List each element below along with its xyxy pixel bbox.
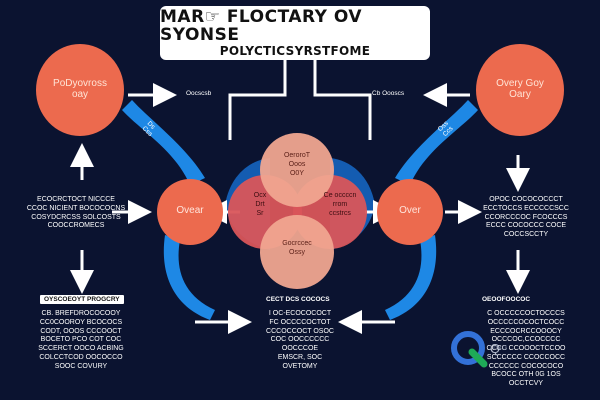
venn-circle-bottom <box>260 215 334 289</box>
venn-left-label: Ocx Drt Sr <box>253 192 267 217</box>
node-top-right-circle <box>476 44 564 136</box>
left-column-tag: OYSCOEOYT PROGCRY <box>40 295 124 304</box>
left-column-text-2: CB. BREFDROCOCOOY CC0COOROY BCOCOCS CODT… <box>38 310 124 370</box>
connector-title-left <box>228 60 287 140</box>
node-mid-right-circle <box>377 179 443 245</box>
blue-arc-bottom-right <box>385 235 437 320</box>
node-mid-left-label: Ovear <box>176 205 204 216</box>
node-top-left-label: PoDyovross oay <box>53 78 107 100</box>
watermark: Q ING <box>448 328 522 368</box>
venn-circle-top <box>260 133 334 207</box>
title-line-2: POLYCTICSYRSTFOME <box>219 44 371 59</box>
connector-title-right <box>313 60 372 140</box>
title-line-1: MAR☞ FLOCTARY OV SYONSE <box>160 6 363 46</box>
right-column-text-1: OPOC COCOCOCCCT ECCTOCCS ECCCCCSCC CCORC… <box>483 196 569 238</box>
venn-top-label: OeroroT Ooos O0Y <box>283 152 311 177</box>
center-bottom-text: I OC-ECOCOCOCT FC OCCCCOCTOT CCCOCCOCT O… <box>266 310 334 370</box>
blue-arc-top-left <box>122 100 205 185</box>
center-bottom-tag: CECT DCS COCOCS <box>266 296 330 303</box>
watermark-text: Q <box>490 340 522 356</box>
node-mid-right-label: Over <box>399 205 421 216</box>
watermark-subtext: ING <box>493 345 509 352</box>
node-top-left-circle <box>36 44 124 136</box>
title-box: MAR☞ FLOCTARY OV SYONSE POLYCTICSYRSTFOM… <box>160 6 430 60</box>
right-column-text-2: C OCCCCCOCTOCCCS OCCCCCOCOCTCOCC ECCCOCR… <box>486 310 566 387</box>
left-column-text-1: ECOCRCTOCT NICCCE CCOC NICIENT BOCOCOCNS… <box>26 196 126 230</box>
watermark-logo-icon <box>451 331 488 368</box>
node-top-right-label: Overy Goy Oary <box>496 78 544 100</box>
node-mid-left-circle <box>157 179 223 245</box>
venn-bottom-label: Gocrccec Ossy <box>282 240 312 256</box>
arrow-label-top-left: Oocscsb <box>186 90 212 97</box>
arrow-label-top-right: Cb Oooscs <box>372 90 405 97</box>
blue-arc-bottom-left <box>163 235 215 320</box>
venn-right-label: Ce occccn rrom ccstrcs <box>323 192 357 217</box>
blue-arc-top-right <box>395 100 478 185</box>
right-column-tag: OEOOFOOCOC <box>482 296 531 303</box>
